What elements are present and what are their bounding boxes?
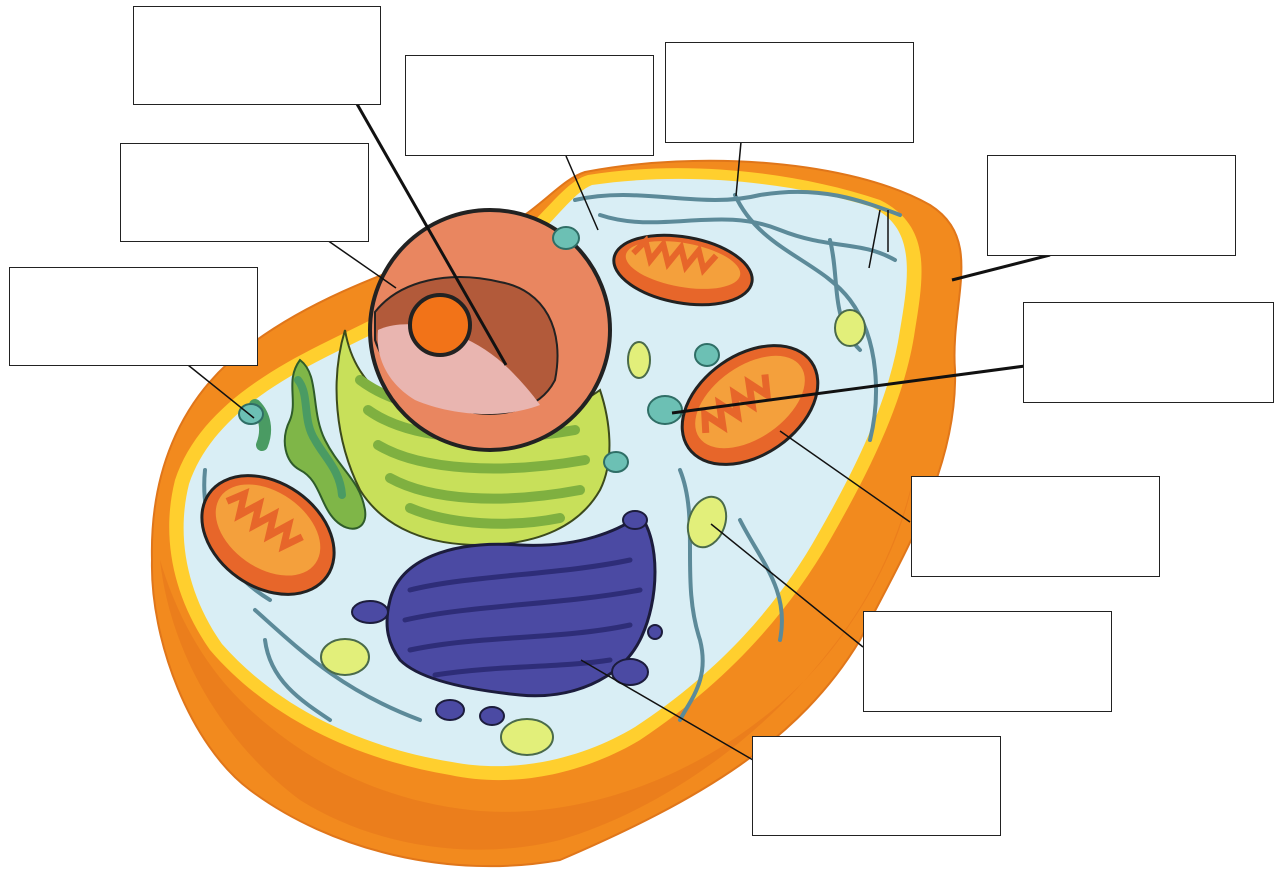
leader-line-2 — [327, 240, 396, 288]
label-box-8[interactable] — [911, 476, 1160, 577]
label-box-2[interactable] — [120, 143, 369, 242]
label-box-6[interactable] — [987, 155, 1236, 256]
label-box-10[interactable] — [752, 736, 1001, 836]
label-box-3[interactable] — [9, 267, 258, 366]
label-box-5[interactable] — [665, 42, 914, 143]
label-box-7[interactable] — [1023, 302, 1274, 403]
label-box-4[interactable] — [405, 55, 654, 156]
leader-line-7 — [952, 255, 1050, 280]
label-box-1[interactable] — [133, 6, 381, 105]
label-box-9[interactable] — [863, 611, 1112, 712]
